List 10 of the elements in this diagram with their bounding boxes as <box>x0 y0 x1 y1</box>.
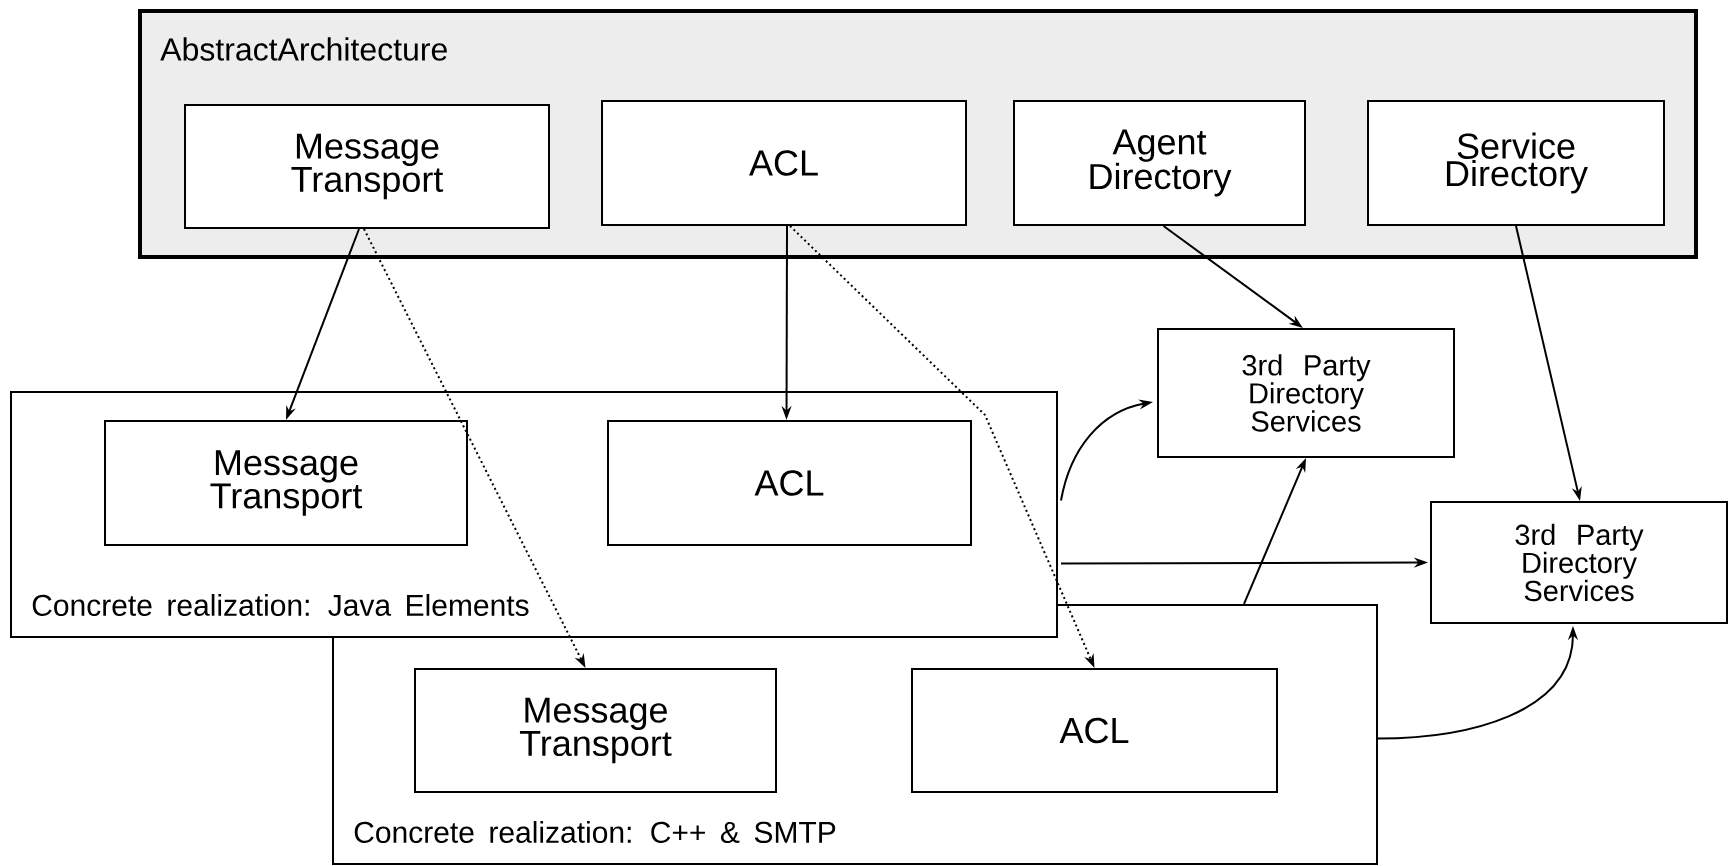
component-box: ACL <box>601 100 967 226</box>
component-box: Service Directory <box>1367 100 1665 226</box>
component-box: Message Transport <box>414 668 777 793</box>
component-box: Message Transport <box>104 420 468 546</box>
component-box: ACL <box>607 420 972 546</box>
component-box: Agent Directory <box>1013 100 1306 226</box>
component-box: Message Transport <box>184 104 550 229</box>
component-box: 3rd Party Directory Services <box>1430 501 1728 624</box>
component-box: 3rd Party Directory Services <box>1157 328 1455 458</box>
component-box: ACL <box>911 668 1278 793</box>
